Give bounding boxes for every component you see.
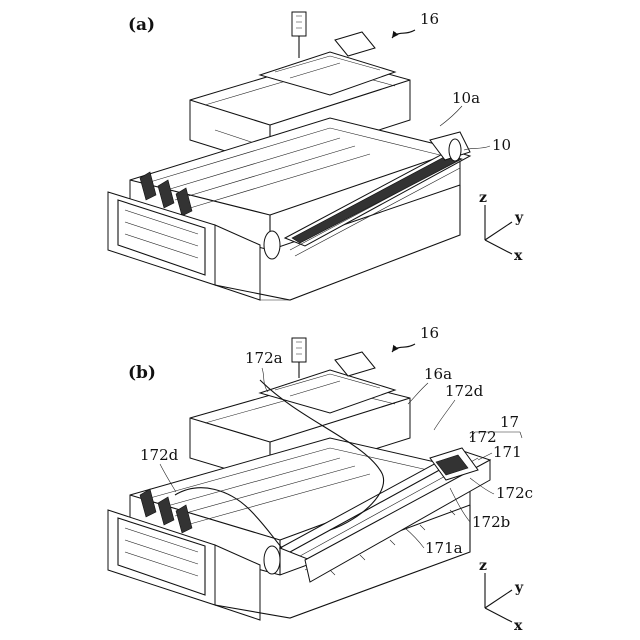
leader-b-172a [262,368,268,392]
label-b-172a: 172a [245,349,283,367]
figure-b: (b) [108,324,533,634]
leader-a-10a [440,106,462,126]
axis-a-z: z [479,190,487,206]
label-b-172b: 172b [472,513,510,531]
arrow-a-16 [392,30,415,38]
axis-b-z: z [479,558,487,574]
printer-unit-a [108,12,470,300]
label-a-16: 16 [420,10,439,28]
leader-b-16a [408,383,428,404]
label-b-172d-top: 172d [445,382,484,400]
label-b-171: 171 [493,443,522,461]
leader-b-172d-top [434,400,455,430]
panel-label-b: (b) [128,363,156,383]
axis-triad-a: z y x [479,190,524,264]
label-b-171a: 171a [425,539,463,557]
figure-a: (a) [108,10,524,300]
label-b-172d-left: 172d [140,446,179,464]
label-b-16: 16 [420,324,439,342]
leader-b-171a [405,528,424,548]
panel-label-a: (a) [128,15,155,35]
axis-b-y: y [514,580,524,596]
label-b-172c: 172c [496,484,533,502]
label-a-10a: 10a [452,89,480,107]
axis-triad-b: z y x [479,558,524,634]
label-b-16a: 16a [424,365,452,383]
axis-b-x: x [514,618,523,634]
axis-a-x: x [514,248,523,264]
label-a-10: 10 [492,136,511,154]
label-b-17: 17 [500,413,519,431]
arrow-b-16 [392,344,415,352]
axis-a-y: y [514,210,524,226]
